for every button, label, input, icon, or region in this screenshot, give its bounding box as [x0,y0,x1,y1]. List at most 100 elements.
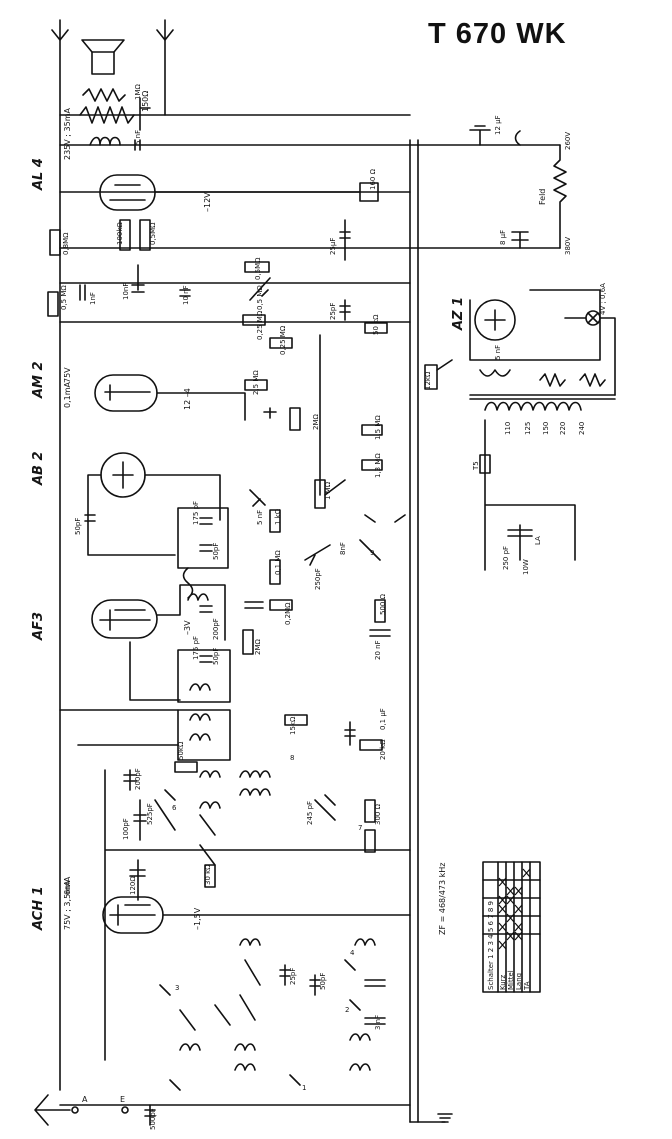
val-c-1nf: 1nF [89,292,97,305]
val-r-2m: 2MΩ [312,414,320,430]
val-r-0-8m: 0,8MΩ [62,232,70,255]
switch-mark [522,868,531,878]
val-c-50pf-b: 50pF [212,543,220,560]
val-c-01uf: 0,1 μF [379,708,387,730]
val-c-500pf: 500pF [149,1108,157,1130]
val-r-0-25m-b: 0,25 MΩ [279,325,287,355]
val-c-8uf: 8 μF [499,230,507,245]
ach1-anode-label: 6mA [63,876,72,895]
val-c-175pf-b: 175 pF [192,636,200,660]
val-r-20k: 20 kΩ [379,739,387,760]
af3-grid-label: –3V [183,620,192,635]
val-r-1-3m: 1,3 MΩ [374,453,382,478]
val-r-1k: 1 kΩ [274,508,282,525]
val-c-8nf: 8nF [339,542,347,555]
sw-label-6: 6 [172,804,177,812]
switch-table-header: Schalter 1 2 3 4 5 6 7 8 9 [487,901,495,990]
val-r-100k: 100kΩ [116,222,124,245]
val-c-5nf: 5 nF [134,130,142,145]
switch-mark [498,895,507,905]
val-field: Feld [538,189,547,205]
val-c-50pf: 50pF [74,518,82,535]
sw-label-1: 1 [302,1084,306,1092]
switch-mark [506,886,515,896]
switch-row-ta: TA [523,981,531,991]
val-c-175pf: 175 pF [192,501,200,525]
val-v-4v: 4V ; 0,6A [599,283,607,315]
val-c-25pf: 25pF [329,303,337,320]
val-v220: 220 [559,422,567,435]
val-r-0-1m: 0,1 MΩ [274,550,282,575]
val-c-50pf-d: 50pF [319,973,327,990]
val-la: LA [534,536,542,545]
sw-label-3: 3 [175,984,179,992]
val-r-300: 300 Ω [374,803,382,825]
val-c-10nf-b: 10 nF [182,285,190,305]
ach1-grid-label: –1,5V [193,907,202,930]
sw-label-4: 4 [350,949,355,957]
val-ant: A [82,1095,88,1104]
val-sw10: 10W [522,559,530,575]
switch-mark [514,886,523,896]
switch-mark [506,931,515,941]
val-c-200pf: 200pF [212,618,220,640]
val-r-12k: 12kΩ [424,371,432,390]
val-v150: 150 [542,422,550,435]
am2-grid-label: 12 –4 [183,388,192,410]
tube-label-az1: AZ 1 [451,297,466,331]
switch-mark [506,895,515,905]
val-v110: 110 [504,422,512,435]
val-v-380: 380V [564,237,572,255]
val-v125: 125 [524,422,532,435]
val-r-50k: 50 kΩ [372,314,380,335]
val-az1-c: 5 nF [494,345,502,360]
switch-row-kurz: Kurz [499,974,507,990]
switch-mark [498,940,507,950]
al4-anode-label: 235V ; 35mA [63,108,72,160]
sw-label-2: 2 [345,1006,349,1014]
val-r-500: 500 Ω [379,593,387,615]
switch-mark [514,904,523,914]
switch-row-lang: Lang [515,973,523,990]
switch-mark [514,922,523,932]
tube-label-al4: AL 4 [31,158,46,191]
val-c-50pf-c: 50pF [212,648,220,665]
val-c-10nf: 10nF [122,283,130,300]
val-ant2: E [120,1095,125,1104]
al4-neg-label: –12V [203,192,212,212]
tube-label-ach1: ACH 1 [31,886,46,931]
switch-mark [506,913,515,923]
switch-row-mittel: Mittel [507,970,515,990]
val-r-30k: 30 kΩ [204,864,212,885]
val-v-260: 260V [564,132,572,150]
val-c-200pf-b: 200pF [134,768,142,790]
val-r-15k: 15kΩ [289,716,297,735]
val-fuse: T5 [472,461,480,471]
val-r-0-5m-a: 0,5 MΩ [60,285,68,310]
switch-mark [514,931,523,941]
sw-label-8: 8 [290,754,294,762]
switch-mark [498,877,507,887]
val-r-0-2m: 0,2MΩ [284,602,292,625]
val-r-0-5m: 0,5 MΩ [256,285,264,310]
val-r-160: 160 Ω [369,168,377,190]
val-c-12uf: 12 μF [494,115,502,135]
val-r-50k-b: 50kΩ [177,741,185,760]
val-v240: 240 [578,422,586,435]
val-r-1m-top: 1MΩ [134,84,142,100]
val-c-250pf: 250pF [314,568,322,590]
tube-label-ab2: AB 2 [31,451,46,486]
val-c-25uf: 25μF [329,238,337,255]
val-c-245pf: 245 pF [306,801,314,825]
val-c-3nf: 3 nF [374,1015,382,1030]
val-c-525pf: 525pF [146,803,154,825]
am2-plate-v: 75V [63,367,72,383]
switch-mark [498,922,507,932]
val-r-0-5m-c: 0,5MΩ [149,222,157,245]
switch-mark [498,904,507,914]
val-r-1m: 1 MΩ [324,481,332,500]
val-c-25pf-b: 25pF [289,968,297,985]
val-r-2m-c: 2MΩ [254,639,262,655]
